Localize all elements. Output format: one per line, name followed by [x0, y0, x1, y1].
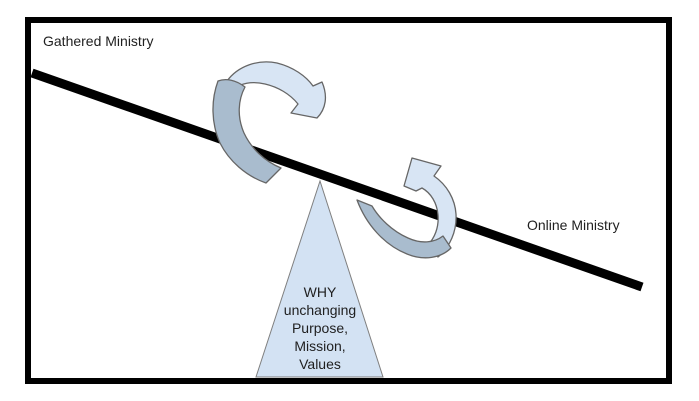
rotation-arrow-right-dark-ribbon-icon	[356, 199, 452, 259]
fulcrum-text-line: WHY	[303, 284, 337, 300]
fulcrum-text: WHY unchanging Purpose, Mission, Values	[245, 283, 395, 373]
gathered-ministry-label: Gathered Ministry	[43, 33, 154, 49]
online-ministry-label: Online Ministry	[527, 217, 620, 233]
fulcrum-text-line: Values	[299, 356, 341, 372]
rotation-arrow-left-dark-ribbon-icon	[212, 79, 282, 184]
seesaw-beam	[30, 68, 644, 292]
fulcrum-triangle-icon	[255, 179, 384, 378]
fulcrum-text-line: Purpose,	[291, 320, 349, 336]
fulcrum-text-line: Mission,	[294, 338, 346, 354]
rotation-arrow-left-light-ribbon-icon	[226, 61, 327, 119]
fulcrum-text-line: unchanging	[283, 302, 357, 318]
